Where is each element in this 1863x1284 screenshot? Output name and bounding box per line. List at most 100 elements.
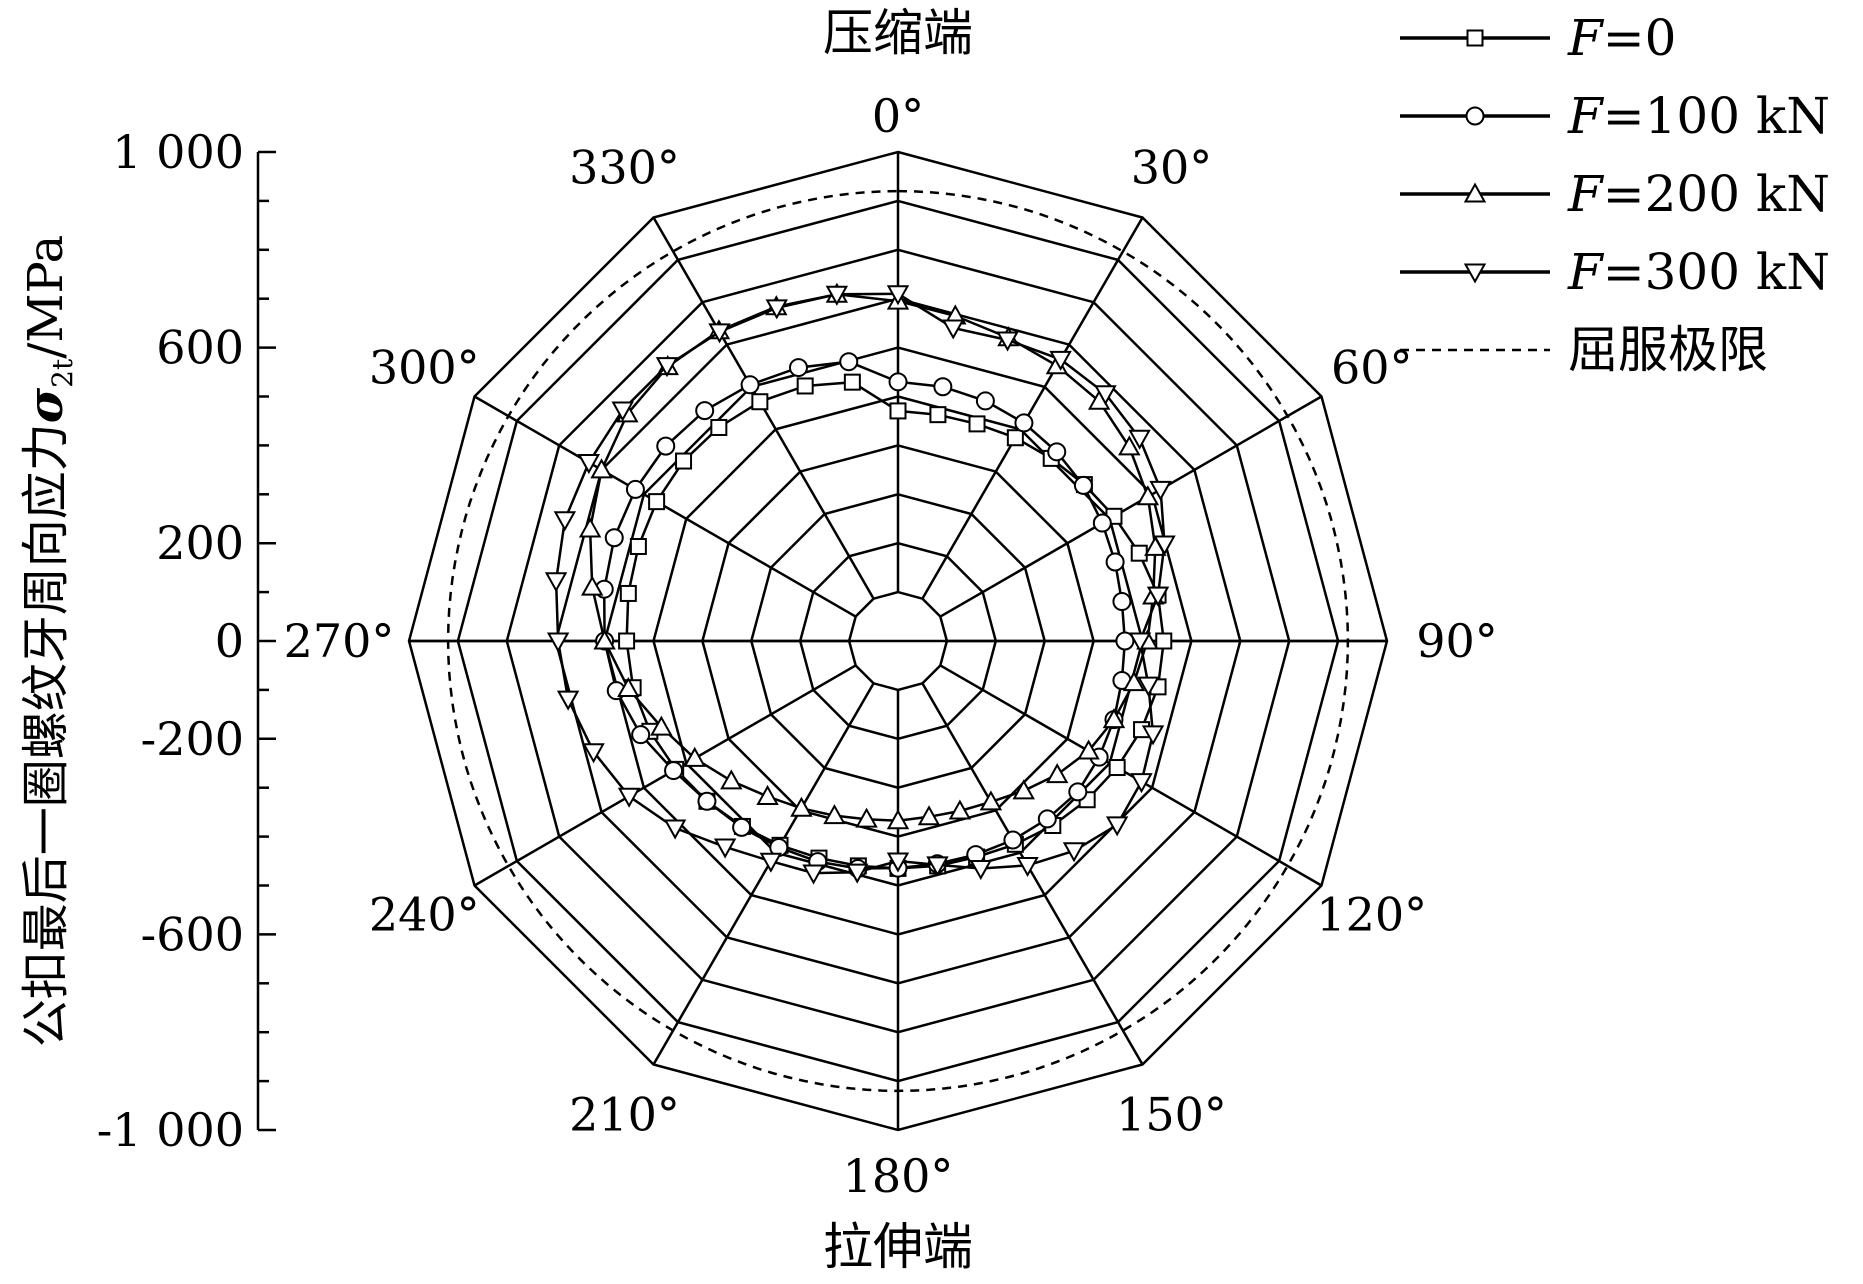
angle-label: 270°	[284, 614, 395, 668]
data-point	[968, 415, 986, 433]
series-line	[602, 360, 1127, 870]
angle-label: 30°	[1131, 140, 1213, 194]
data-point	[969, 859, 992, 881]
data-point	[979, 790, 1003, 811]
data-point	[886, 852, 910, 873]
data-point	[713, 838, 737, 859]
data-point	[788, 358, 808, 378]
legend-label: F=0	[1567, 9, 1676, 67]
data-point	[1115, 631, 1135, 651]
data-point	[1003, 830, 1023, 850]
data-point	[708, 323, 731, 344]
data-point	[604, 528, 624, 548]
data-point	[796, 377, 814, 395]
data-point	[710, 418, 728, 436]
data-point	[1062, 842, 1086, 863]
data-point	[1092, 513, 1112, 533]
data-point	[751, 393, 769, 411]
legend-marker	[1463, 182, 1487, 203]
data-point	[720, 769, 743, 790]
data-point	[625, 479, 645, 499]
data-point	[1130, 773, 1153, 794]
data-point	[655, 357, 679, 378]
data-point	[941, 319, 965, 340]
data-point	[1077, 739, 1100, 760]
data-point	[650, 715, 673, 736]
data-point	[617, 787, 641, 808]
y-axis-title-main: 公扣最后一圈螺纹牙周向应力	[18, 423, 74, 1047]
angle-label: 120°	[1316, 888, 1427, 942]
data-point	[544, 572, 568, 593]
data-point	[1049, 350, 1072, 371]
spoke-line	[921, 216, 1144, 600]
data-point	[1146, 586, 1170, 607]
angle-label: 0°	[872, 89, 924, 143]
data-point	[917, 805, 941, 826]
data-point	[996, 331, 1019, 352]
data-point	[765, 299, 788, 320]
data-point	[1105, 816, 1129, 837]
yield-limit-line	[446, 189, 1350, 1093]
data-point	[843, 373, 861, 391]
data-point	[1112, 592, 1132, 612]
data-point	[556, 690, 580, 711]
data-point	[855, 807, 878, 828]
y-tick-label: 1 000	[112, 125, 244, 179]
legend-label-variable: F	[1567, 87, 1605, 145]
data-point	[1012, 779, 1035, 800]
data-point	[1136, 485, 1160, 506]
angle-label: 150°	[1116, 1088, 1227, 1142]
data-point	[889, 402, 907, 420]
data-point	[1094, 385, 1117, 406]
legend-label: F=100 kN	[1567, 87, 1830, 145]
y-tick-label: -1 000	[97, 1103, 244, 1157]
legend-label: F=200 kN	[1567, 165, 1830, 223]
data-point	[1108, 759, 1126, 777]
legend-label-text: =200 kN	[1603, 165, 1830, 223]
legend-label-text: =300 kN	[1603, 243, 1830, 301]
data-point	[929, 406, 947, 424]
angle-label: 180°	[843, 1149, 954, 1203]
data-point	[1102, 708, 1126, 729]
y-tick-label: -600	[141, 907, 244, 961]
data-point	[1047, 442, 1067, 462]
data-point	[825, 285, 849, 306]
y-tick-label: 600	[156, 321, 244, 375]
data-point	[1130, 544, 1148, 562]
data-point	[1153, 535, 1176, 556]
legend-marker	[1465, 106, 1485, 126]
legend-label-variable: F	[1567, 9, 1605, 67]
data-point	[1128, 429, 1151, 450]
y-axis-title-symbol: σ	[18, 387, 74, 423]
data-point	[695, 401, 715, 421]
angle-label: 240°	[369, 888, 480, 942]
data-point	[1016, 856, 1039, 877]
legend-marker	[1463, 263, 1487, 284]
tension-end-label: 拉伸端	[823, 1218, 973, 1276]
legend-marker	[1466, 29, 1484, 47]
data-point	[1155, 632, 1173, 650]
data-point	[546, 632, 570, 653]
data-point	[1137, 676, 1160, 697]
data-point	[619, 584, 637, 602]
y-axis-title: 公扣最后一圈螺纹牙周向应力σ2t/MPa	[18, 235, 79, 1048]
data-point	[975, 391, 995, 411]
data-point	[1045, 763, 1069, 784]
data-point	[1068, 782, 1088, 802]
angle-label: 330°	[569, 140, 680, 194]
data-point	[631, 725, 651, 745]
data-point	[611, 401, 634, 422]
legend-label: 屈服极限	[1568, 321, 1768, 379]
y-tick-label: 200	[156, 516, 244, 570]
spoke-line	[939, 395, 1323, 618]
data-point	[740, 375, 760, 395]
y-tick-label: 0	[215, 614, 244, 668]
data-point	[759, 852, 783, 873]
angle-label: 210°	[569, 1088, 680, 1142]
data-point	[582, 743, 605, 764]
data-point	[888, 372, 908, 392]
data-point	[577, 454, 601, 475]
data-point	[732, 817, 752, 837]
